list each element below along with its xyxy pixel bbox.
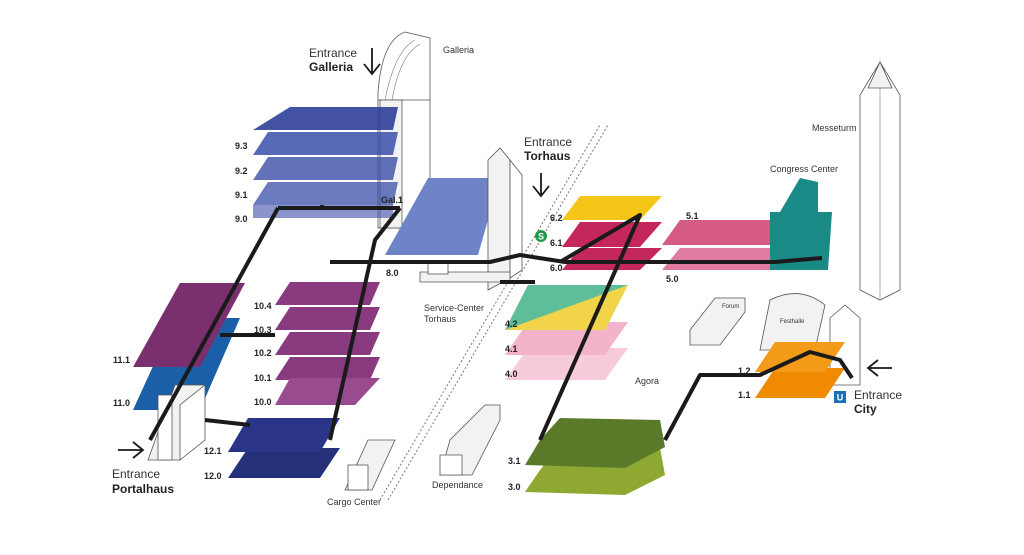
u-bahn-icon: U (834, 391, 846, 403)
entrance-galleria-name: Galleria (309, 60, 353, 74)
entrance-city-name: City (854, 402, 877, 416)
s-bahn-icon: S (535, 230, 547, 242)
label-hall-4-0: 4.0 (505, 369, 518, 379)
hall-4-stack[interactable] (505, 285, 628, 380)
entrance-torhaus-prefix: Entrance (524, 135, 572, 149)
label-hall-5-1: 5.1 (686, 211, 699, 221)
entrance-torhaus-arrow-icon (532, 173, 550, 198)
label-hall-4-2: 4.2 (505, 319, 518, 329)
forum-festhalle-buildings[interactable] (689, 293, 861, 386)
congress-center-building[interactable] (770, 178, 832, 270)
hall-3-1[interactable] (525, 418, 665, 468)
label-hall-9-0: 9.0 (235, 214, 248, 224)
cargo-center-building[interactable] (344, 439, 396, 491)
label-hall-12-1: 12.1 (204, 446, 222, 456)
label-galleria: Galleria (443, 45, 474, 55)
label-service-center-1: Service-Center (424, 303, 484, 313)
hall-12-1[interactable] (228, 418, 340, 452)
entrance-portalhaus-prefix: Entrance (112, 467, 160, 481)
hall-12-0[interactable] (228, 448, 340, 478)
hall-9-0[interactable] (253, 182, 398, 205)
walkway-network (148, 205, 854, 441)
label-hall-6-2: 6.2 (550, 213, 563, 223)
label-hall-10-1: 10.1 (254, 373, 272, 383)
label-agora: Agora (635, 376, 659, 386)
label-messeturm: Messeturm (812, 123, 857, 133)
label-hall-6-0: 6.0 (550, 263, 563, 273)
label-service-center-2: Torhaus (424, 314, 457, 324)
hall-11-1[interactable] (133, 283, 245, 367)
hall-9-stack[interactable] (253, 107, 398, 218)
hall-10-0[interactable] (275, 378, 380, 405)
hall-4-0[interactable] (505, 348, 628, 380)
hall-4-1[interactable] (505, 322, 628, 355)
hall-5-stack[interactable] (662, 220, 775, 270)
label-hall-6-1: 6.1 (550, 238, 563, 248)
entrance-city-prefix: Entrance (854, 388, 902, 402)
hall-10-4[interactable] (275, 282, 380, 305)
hall-8-0[interactable] (385, 178, 500, 255)
hall-6-stack[interactable] (562, 196, 662, 270)
label-hall-11-0: 11.0 (113, 398, 130, 408)
entrance-city-arrow-icon (866, 359, 892, 377)
rail-line-2 (387, 124, 609, 501)
rail-line-1 (379, 124, 601, 501)
label-forum: Forum (722, 304, 739, 310)
hall-6-2[interactable] (562, 196, 662, 220)
label-congress-center: Congress Center (770, 164, 838, 174)
label-hall-9-1: 9.1 (235, 190, 248, 200)
label-hall-1-2: 1.2 (738, 366, 751, 376)
portalhaus-building[interactable] (147, 384, 206, 461)
hall-10-stack[interactable] (275, 282, 380, 405)
hall-6-1[interactable] (562, 222, 662, 247)
label-hall-4-1: 4.1 (505, 344, 518, 354)
label-hall-12-0: 12.0 (204, 471, 222, 481)
entrance-galleria-prefix: Entrance (309, 46, 357, 60)
label-hall-10-3: 10.3 (254, 325, 272, 335)
label-hall-5-0: 5.0 (666, 274, 679, 284)
label-cargo-center: Cargo Center (327, 497, 381, 507)
hall-9-3[interactable] (253, 107, 398, 130)
messeturm-building[interactable] (859, 61, 901, 301)
svg-text:U: U (837, 393, 844, 403)
label-gal1: Gal.1 (381, 195, 403, 205)
hall-9-2[interactable] (253, 132, 398, 155)
hall-5-0[interactable] (662, 248, 775, 270)
entrance-portalhaus-arrow-icon (118, 441, 145, 459)
label-dependance: Dependance (432, 480, 483, 490)
torhaus-building[interactable] (419, 147, 523, 291)
label-hall-10-0: 10.0 (254, 397, 272, 407)
hall-9-1[interactable] (253, 157, 398, 180)
entrance-galleria-arrow-icon (363, 48, 381, 76)
hall-5-1[interactable] (662, 220, 775, 245)
label-hall-3-0: 3.0 (508, 482, 521, 492)
label-hall-9-2: 9.2 (235, 166, 248, 176)
label-hall-11-1: 11.1 (113, 355, 130, 365)
label-hall-10-2: 10.2 (254, 348, 272, 358)
dependance-building[interactable] (439, 404, 501, 476)
hall-10-1[interactable] (275, 357, 380, 380)
hall-11-stack[interactable] (133, 283, 245, 410)
label-hall-9-3: 9.3 (235, 141, 248, 151)
label-hall-10-4: 10.4 (254, 301, 272, 311)
hall-3-stack[interactable] (525, 418, 665, 495)
entrance-portalhaus-name: Portalhaus (112, 482, 174, 496)
svg-text:S: S (538, 232, 544, 242)
label-hall-3-1: 3.1 (508, 456, 521, 466)
label-festhalle: Festhalle (780, 319, 805, 325)
hall-10-3[interactable] (275, 307, 380, 330)
hall-1-1[interactable] (755, 368, 845, 398)
hall-12-stack[interactable] (228, 418, 340, 478)
hall-10-2[interactable] (275, 332, 380, 355)
entrance-torhaus-name: Torhaus (524, 149, 571, 163)
label-hall-1-1: 1.1 (738, 390, 751, 400)
label-hall-8-0: 8.0 (386, 268, 399, 278)
hall-6-0[interactable] (562, 248, 662, 270)
